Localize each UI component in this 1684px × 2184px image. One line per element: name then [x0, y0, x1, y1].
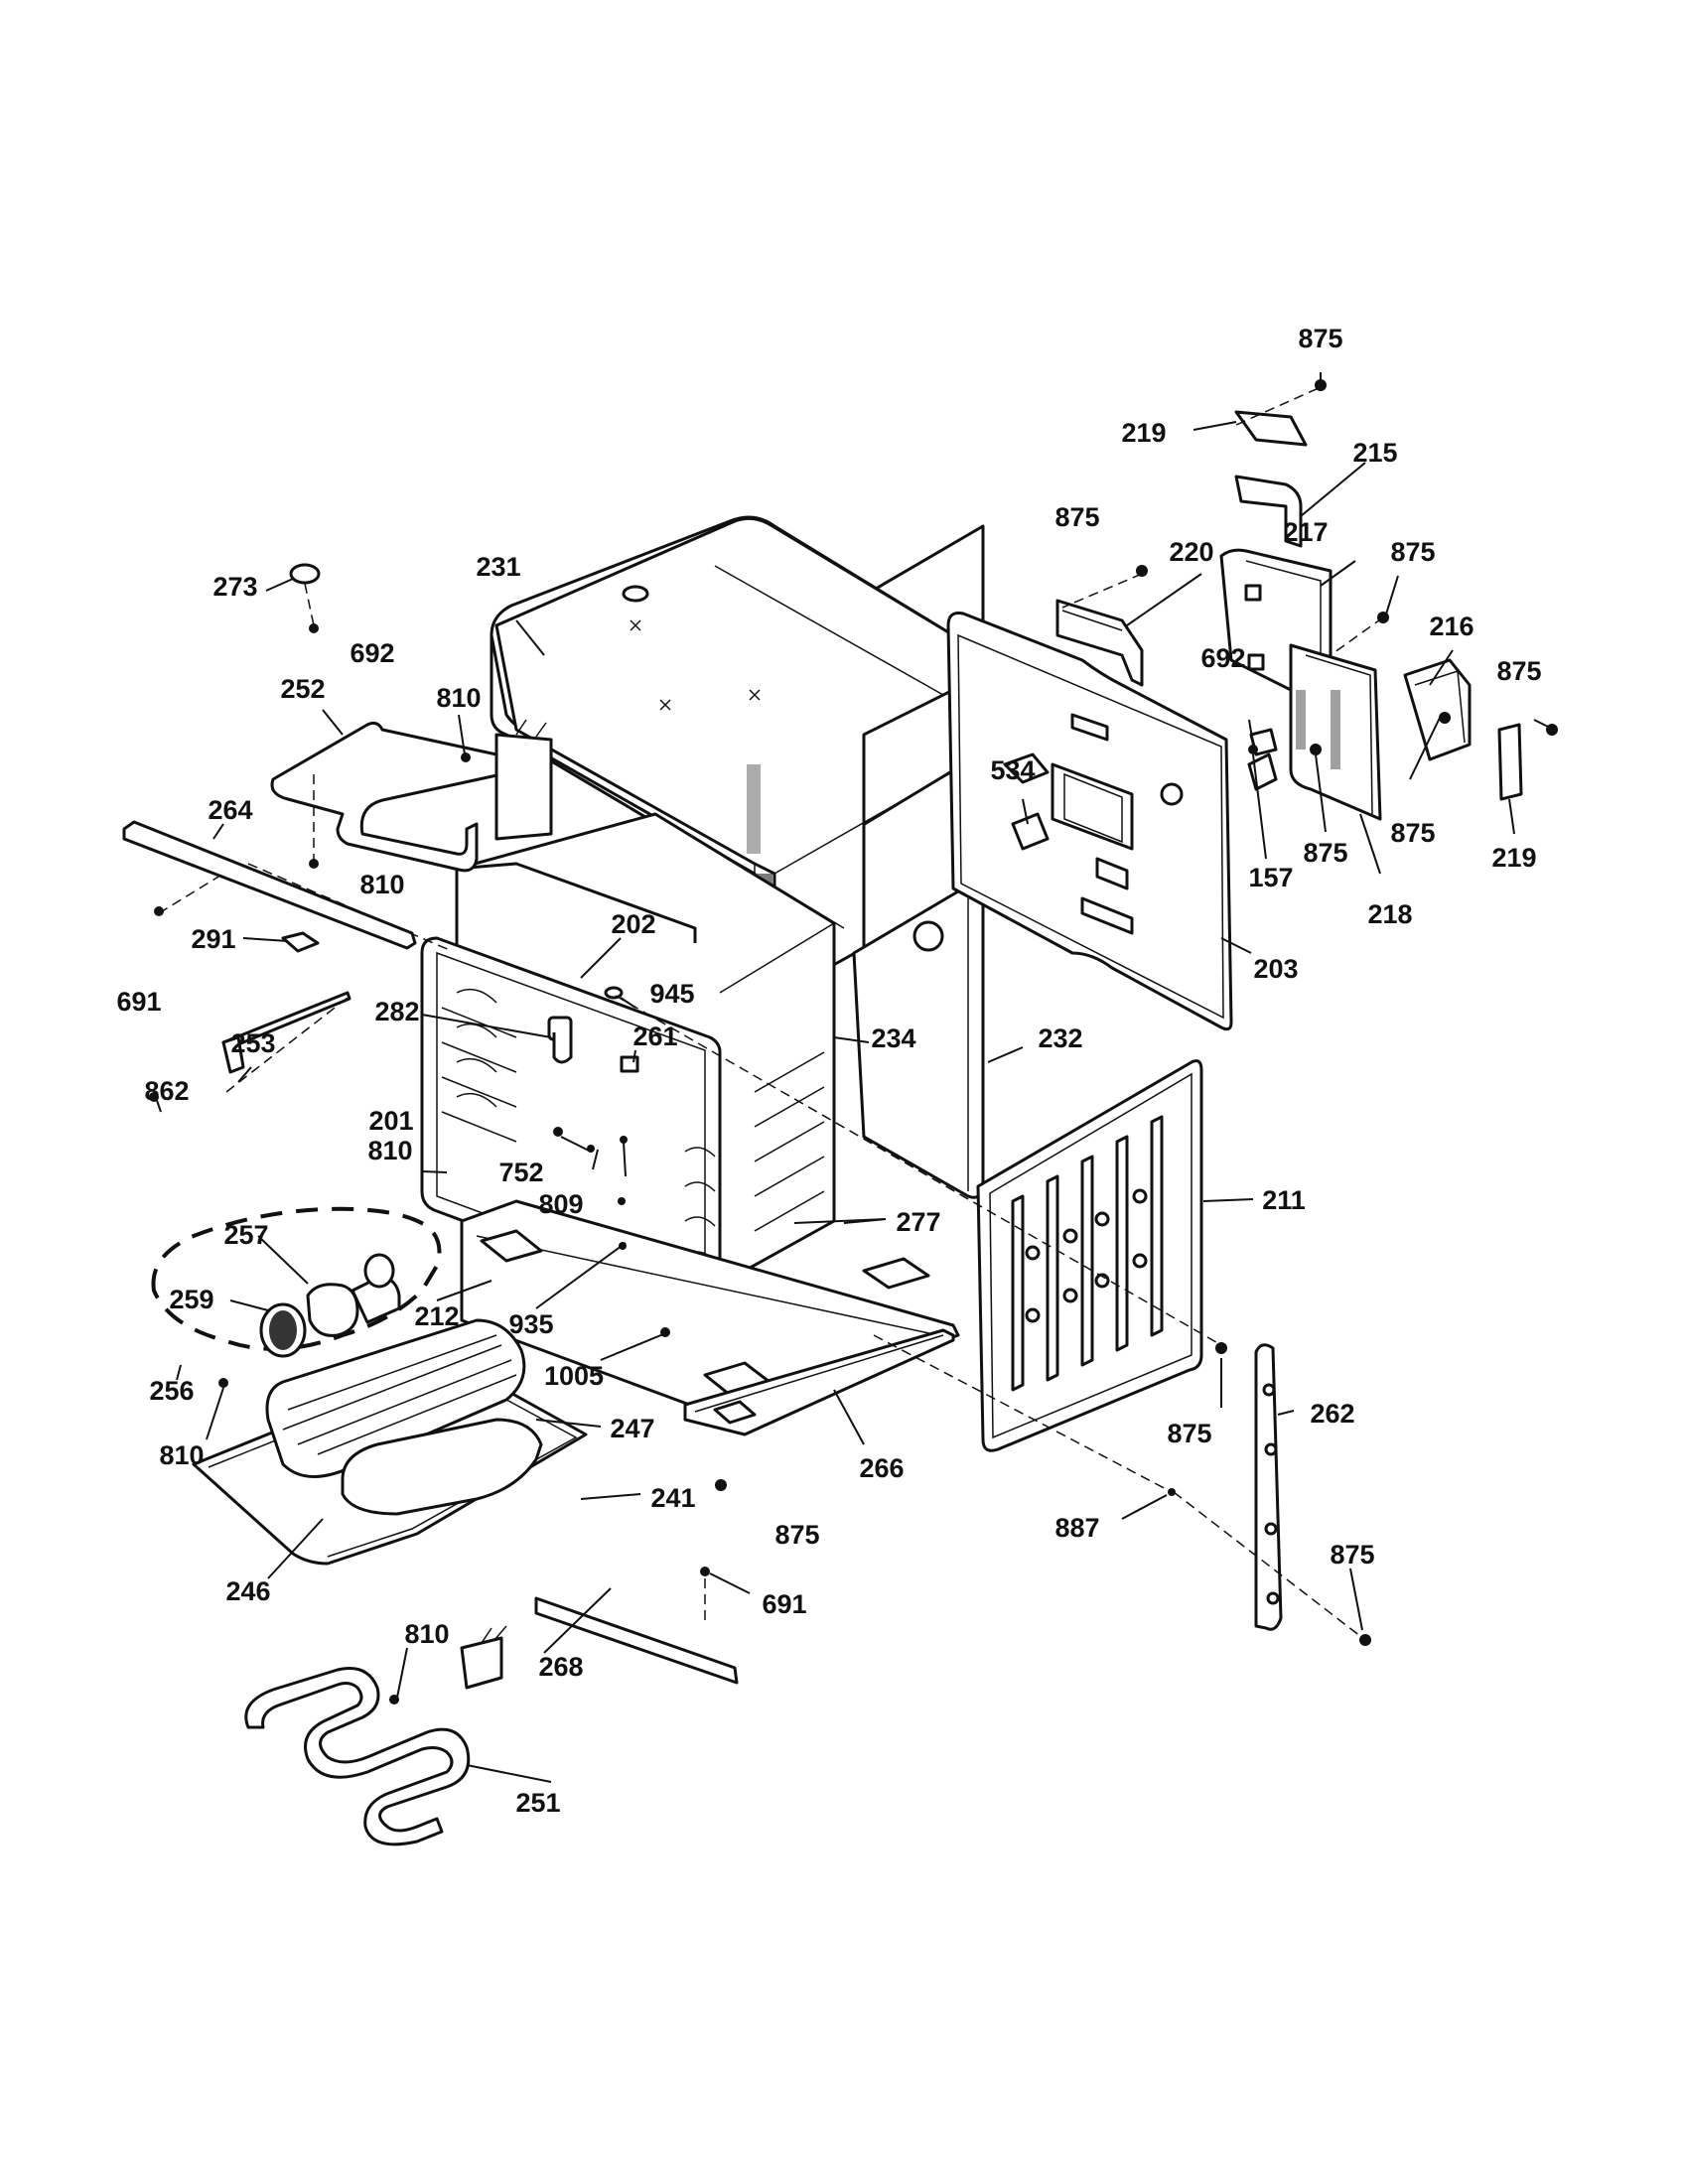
label-945: 945 — [649, 979, 694, 1009]
label-215: 215 — [1352, 438, 1397, 468]
label-875: 875 — [1390, 537, 1435, 567]
fasteners — [149, 379, 1558, 1705]
label-875: 875 — [1167, 1419, 1211, 1448]
label-273: 273 — [212, 572, 257, 602]
label-257: 257 — [223, 1220, 268, 1250]
label-219: 219 — [1491, 843, 1536, 873]
side-trim-262 — [1254, 1343, 1283, 1631]
label-862: 862 — [144, 1076, 189, 1106]
label-935: 935 — [508, 1309, 553, 1339]
label-809: 809 — [538, 1189, 583, 1219]
cavity-side-panel-232 — [852, 886, 985, 1199]
label-212: 212 — [414, 1301, 459, 1331]
label-534: 534 — [990, 755, 1035, 785]
part-labels: 875 219 215 875 220 217 875 216 875 692 … — [116, 324, 1541, 1818]
label-752: 752 — [498, 1158, 543, 1187]
label-218: 218 — [1367, 899, 1412, 929]
label-231: 231 — [476, 552, 520, 582]
bake-element-251 — [244, 1625, 507, 1846]
label-291: 291 — [191, 924, 235, 954]
label-232: 232 — [1038, 1024, 1082, 1053]
label-875: 875 — [1303, 838, 1347, 868]
label-875: 875 — [1496, 656, 1541, 686]
label-256: 256 — [149, 1376, 194, 1406]
label-211: 211 — [1262, 1185, 1306, 1215]
label-692: 692 — [1200, 643, 1245, 673]
label-282: 282 — [374, 997, 419, 1026]
oven-cavity-201 — [420, 812, 845, 1322]
label-259: 259 — [169, 1285, 213, 1314]
label-234: 234 — [871, 1024, 915, 1053]
leader-lines — [153, 372, 1555, 1783]
label-875: 875 — [1054, 502, 1099, 532]
label-262: 262 — [1310, 1399, 1354, 1429]
label-875: 875 — [1390, 818, 1435, 848]
label-875: 875 — [1298, 324, 1342, 353]
label-216: 216 — [1429, 612, 1474, 641]
label-219: 219 — [1121, 418, 1166, 448]
label-220: 220 — [1169, 537, 1213, 567]
label-692: 692 — [350, 638, 394, 668]
broil-element-252 — [270, 719, 553, 873]
label-887: 887 — [1054, 1513, 1099, 1543]
label-203: 203 — [1253, 954, 1298, 984]
label-201: 201 — [368, 1106, 413, 1136]
label-261: 261 — [632, 1022, 677, 1051]
small-parts — [122, 563, 1278, 1685]
label-810: 810 — [367, 1136, 412, 1165]
control-bracket-assembly — [1011, 410, 1523, 851]
label-247: 247 — [610, 1414, 654, 1443]
label-157: 157 — [1248, 863, 1293, 892]
label-251: 251 — [515, 1788, 560, 1818]
label-810: 810 — [359, 870, 404, 899]
bottom-panel-266 — [683, 1328, 955, 1436]
label-264: 264 — [208, 795, 252, 825]
door-panel-211 — [976, 1059, 1203, 1452]
label-202: 202 — [611, 909, 655, 939]
label-1005: 1005 — [544, 1361, 604, 1391]
label-268: 268 — [538, 1652, 583, 1682]
label-252: 252 — [280, 674, 325, 704]
label-691: 691 — [116, 987, 161, 1017]
label-253: 253 — [230, 1028, 275, 1058]
label-266: 266 — [859, 1453, 904, 1483]
broiler-pan-and-rack — [192, 1318, 588, 1566]
label-277: 277 — [896, 1207, 940, 1237]
label-875: 875 — [774, 1520, 819, 1550]
rear-panel-203 — [946, 612, 1233, 1031]
label-875: 875 — [1330, 1540, 1374, 1570]
label-810: 810 — [159, 1440, 204, 1470]
label-810: 810 — [404, 1619, 449, 1649]
label-217: 217 — [1283, 517, 1328, 547]
label-810: 810 — [436, 683, 481, 713]
label-246: 246 — [225, 1576, 270, 1606]
label-691: 691 — [762, 1589, 806, 1619]
light-assembly-256 — [151, 1206, 442, 1358]
label-241: 241 — [650, 1483, 695, 1513]
